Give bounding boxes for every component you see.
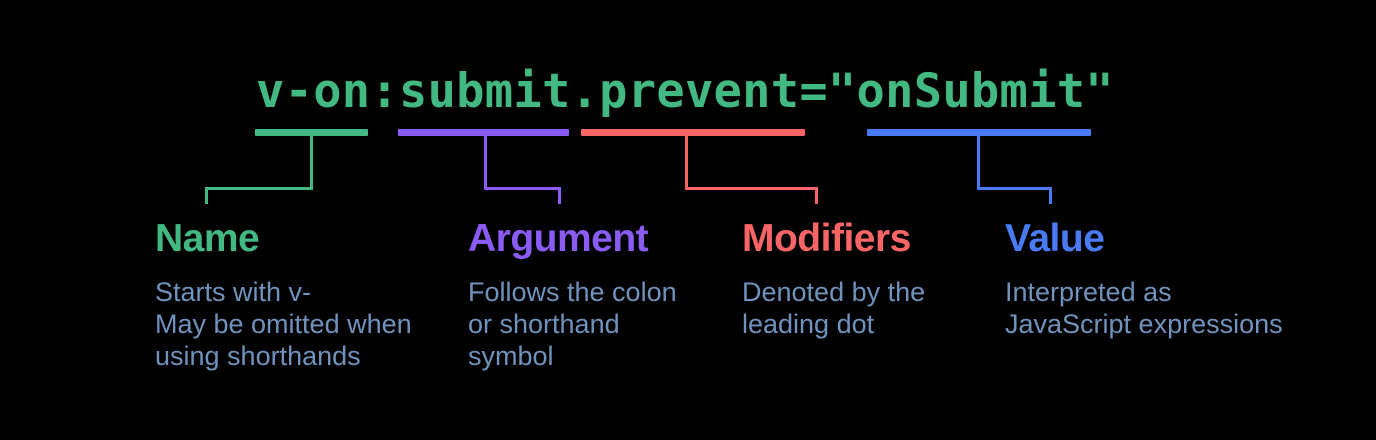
name-label: Name	[155, 217, 260, 260]
argument-connector-stem	[484, 134, 487, 190]
value-description: Interpreted as JavaScript expressions	[1005, 277, 1283, 339]
directive-code-snippet: v-on:submit.prevent="onSubmit"	[256, 64, 1114, 119]
modifiers-connector-stem	[685, 134, 688, 190]
value-label: Value	[1005, 217, 1105, 260]
argument-connector-tick	[558, 187, 561, 204]
value-connector-tick	[1049, 187, 1052, 204]
value-underline-bar	[867, 129, 1091, 136]
value-connector-run	[977, 187, 1052, 190]
modifiers-connector-run	[685, 187, 818, 190]
argument-description: Follows the colon or shorthand symbol	[468, 277, 677, 371]
modifiers-connector-tick	[815, 187, 818, 204]
name-connector-stem	[310, 134, 313, 190]
name-description: Starts with v- May be omitted when using…	[155, 277, 412, 371]
argument-connector-run	[484, 187, 561, 190]
modifiers-underline-bar	[581, 129, 805, 136]
argument-label: Argument	[468, 217, 649, 260]
name-underline-bar	[255, 129, 368, 136]
value-connector-stem	[977, 134, 980, 190]
modifiers-description: Denoted by the leading dot	[742, 277, 926, 339]
modifiers-label: Modifiers	[742, 217, 911, 260]
name-connector-tick	[205, 187, 208, 204]
name-connector-run	[205, 187, 313, 190]
argument-underline-bar	[398, 129, 569, 136]
